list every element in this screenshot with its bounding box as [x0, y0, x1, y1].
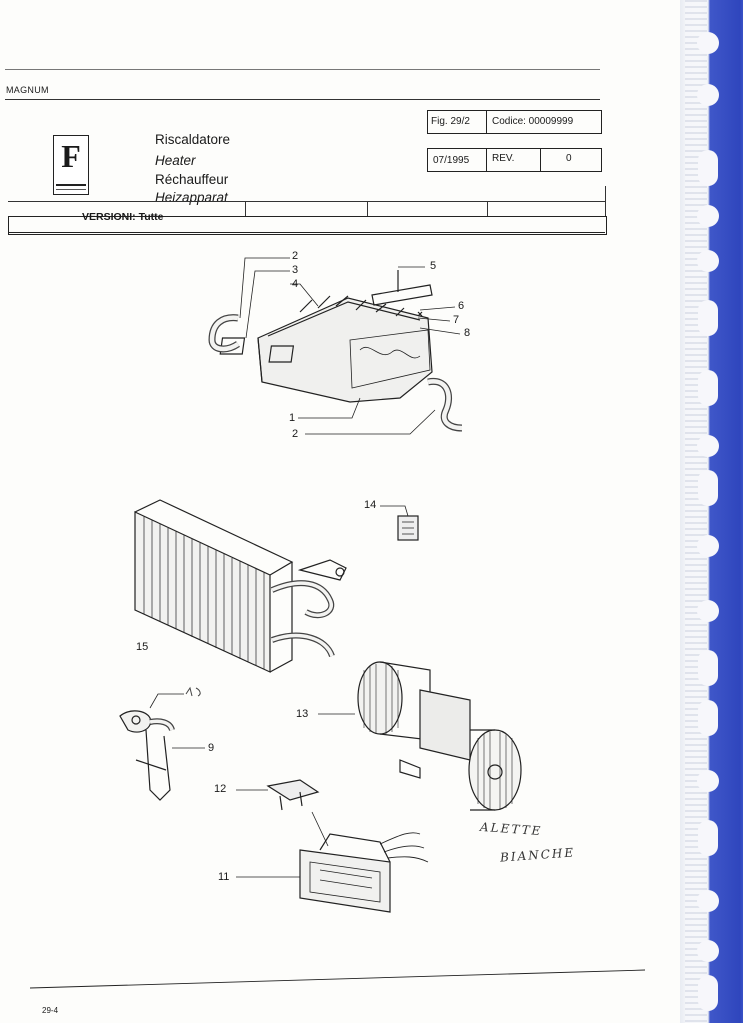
binder-hole: [697, 435, 719, 457]
binder-hole: [697, 535, 719, 557]
title-english: Heater: [155, 153, 196, 168]
binder-slot: [698, 370, 718, 406]
figure-code-box: Fig. 29/2 Codice: 00009999: [427, 110, 602, 134]
page-number: 29-4: [42, 1006, 59, 1015]
callout-3: 3: [292, 264, 299, 276]
binder-hole: [697, 600, 719, 622]
callout-9: 9: [208, 742, 215, 754]
header-rule: [5, 99, 600, 100]
binder-slot: [698, 150, 718, 186]
binder-hole: [697, 205, 719, 227]
callout-7: 7: [453, 314, 460, 326]
resistor-drawing: [266, 779, 320, 811]
rev-label: REV.: [492, 153, 515, 164]
binder-hole: [697, 32, 719, 54]
pipe-fitting-drawing: [119, 710, 175, 801]
control-switch-drawing: [299, 811, 429, 913]
blower-motor-drawing: [357, 661, 522, 811]
callout-8: 8: [464, 327, 471, 339]
title-french: Réchauffeur: [155, 172, 229, 187]
callout-15: 15: [136, 641, 149, 653]
callout-14: 14: [364, 499, 377, 511]
callout-1: 1: [289, 412, 296, 424]
binder-hole: [697, 84, 719, 106]
binder-hole: [697, 940, 719, 962]
figure-number: Fig. 29/2: [431, 116, 470, 127]
binder-hole: [697, 250, 719, 272]
versions-label: VERSIONI: Tutte: [82, 211, 164, 223]
connector-drawing: [397, 515, 419, 541]
versions-table: [8, 186, 605, 233]
callout-12: 12: [214, 783, 227, 795]
callout-2-bottom: 2: [292, 428, 299, 440]
callout-4: 4: [292, 278, 299, 290]
logo-letter: F: [61, 138, 81, 174]
callout-6: 6: [458, 300, 465, 312]
exploded-parts-drawing: [29, 257, 646, 989]
rev-value: 0: [566, 153, 572, 164]
binder-hole: [697, 770, 719, 792]
company-logo: F: [53, 135, 89, 195]
binder-slot: [698, 820, 718, 856]
document-page: [0, 0, 680, 1023]
part-code: Codice: 00009999: [492, 116, 574, 127]
top-rule: [5, 69, 600, 70]
binder-slot: [698, 650, 718, 686]
binder-slot: [698, 975, 718, 1011]
date-rev-box: 07/1995 REV. 0: [427, 148, 602, 172]
binder-slot: [698, 300, 718, 336]
callout-11: 11: [218, 871, 230, 883]
heater-core-drawing: [134, 499, 347, 673]
revision-date: 07/1995: [433, 155, 470, 166]
binder-hole: [697, 890, 719, 912]
binder-sleeve: [680, 0, 743, 1023]
callout-2-top: 2: [292, 250, 299, 262]
binder-slot: [698, 470, 718, 506]
versions-row: [8, 216, 607, 235]
callout-5: 5: [430, 260, 437, 272]
title-italian: Riscaldatore: [155, 132, 231, 147]
brand-label: MAGNUM: [6, 85, 49, 95]
callout-13: 13: [296, 708, 309, 720]
heater-unit-drawing: [208, 270, 463, 432]
binder-slot: [698, 700, 718, 736]
